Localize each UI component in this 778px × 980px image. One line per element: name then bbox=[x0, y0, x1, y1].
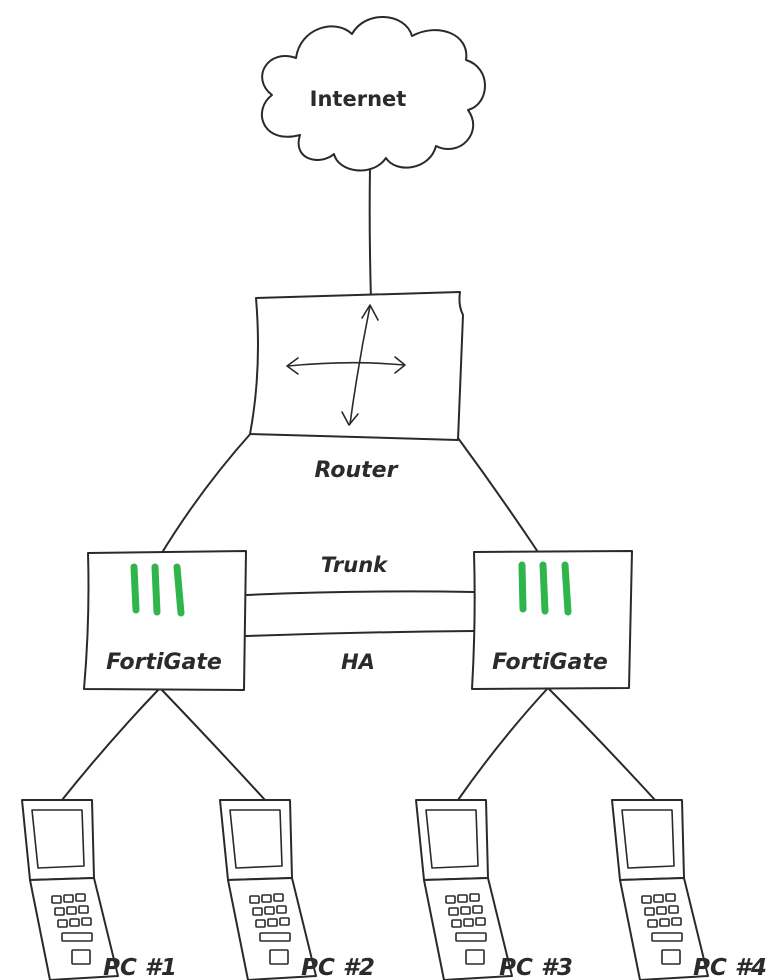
fortigate-right-node: FortiGate bbox=[471, 550, 633, 690]
internet-label: Internet bbox=[310, 87, 407, 111]
cloud-icon bbox=[260, 16, 486, 172]
fortigate-left-bars bbox=[130, 563, 185, 617]
fortigate-right-bars bbox=[518, 561, 572, 616]
link-ha bbox=[245, 630, 475, 637]
router-node: Router bbox=[249, 291, 464, 483]
links bbox=[61, 167, 656, 801]
link-trunk bbox=[245, 590, 475, 596]
internet-node: Internet bbox=[260, 16, 486, 172]
pc1-node: PC #1 bbox=[21, 799, 177, 980]
laptop-icon bbox=[611, 799, 709, 980]
pc4-label: PC #4 bbox=[693, 955, 767, 980]
router-label: Router bbox=[315, 458, 399, 483]
link-router-fortigate-right bbox=[457, 437, 541, 556]
pc3-label: PC #3 bbox=[499, 955, 573, 980]
link-fortigate-right-pc4 bbox=[547, 687, 656, 801]
pc1-label: PC #1 bbox=[103, 955, 177, 980]
fortigate-left-label: FortiGate bbox=[106, 650, 222, 675]
router-arrows bbox=[286, 304, 406, 426]
laptop-icon bbox=[219, 799, 317, 980]
link-fortigate-left-pc1 bbox=[61, 687, 161, 801]
pc2-label: PC #2 bbox=[301, 955, 375, 980]
fortigate-icon bbox=[471, 550, 633, 690]
pc3-node: PC #3 bbox=[415, 799, 573, 980]
link-internet-router bbox=[368, 167, 372, 301]
link-fortigate-right-pc3 bbox=[457, 687, 549, 801]
pc4-node: PC #4 bbox=[611, 799, 767, 980]
link-router-fortigate-left bbox=[159, 431, 253, 557]
ha-label: HA bbox=[341, 650, 375, 674]
laptop-icon bbox=[415, 799, 513, 980]
pc2-node: PC #2 bbox=[219, 799, 375, 980]
link-fortigate-left-pc2 bbox=[159, 687, 266, 801]
router-icon bbox=[249, 291, 464, 441]
fortigate-icon bbox=[83, 550, 247, 691]
fortigate-right-label: FortiGate bbox=[492, 650, 608, 675]
fortigate-left-node: FortiGate bbox=[83, 550, 247, 691]
laptop-icon bbox=[21, 799, 119, 980]
trunk-label: Trunk bbox=[321, 553, 389, 577]
